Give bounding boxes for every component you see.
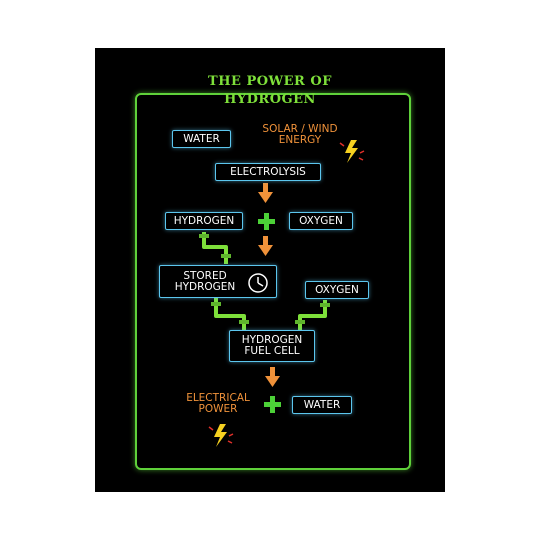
clock-icon bbox=[248, 273, 268, 293]
down-arrow-icon bbox=[258, 183, 273, 203]
pipe-joints bbox=[199, 234, 330, 324]
electrolysis-box: ELECTROLYSIS bbox=[215, 163, 321, 181]
plus-icon bbox=[258, 213, 275, 230]
down-arrow-icon bbox=[258, 236, 273, 256]
poster-title-line1: THE POWER OF bbox=[208, 74, 332, 89]
lightning-bolt-icon bbox=[208, 424, 234, 447]
oxygen-box-bottom: OXYGEN bbox=[305, 281, 369, 299]
solar-wind-energy-label: SOLAR / WIND ENERGY bbox=[262, 123, 338, 146]
plus-icon bbox=[264, 396, 281, 413]
electrical-power-label: ELECTRICAL POWER bbox=[186, 392, 250, 415]
poster-background bbox=[95, 48, 445, 492]
down-arrow-icon bbox=[265, 367, 280, 387]
water-input-box: WATER bbox=[172, 130, 231, 148]
poster-title-line2: HYDROGEN bbox=[224, 92, 316, 107]
stored-hydrogen-box: STORED HYDROGEN bbox=[159, 265, 277, 298]
hydrogen-fuel-cell-box: HYDROGEN FUEL CELL bbox=[229, 330, 315, 362]
hydrogen-box: HYDROGEN bbox=[165, 212, 243, 230]
oxygen-box-top: OXYGEN bbox=[289, 212, 353, 230]
poster-frame bbox=[135, 93, 411, 470]
lightning-bolt-icon bbox=[339, 140, 365, 163]
water-output-box: WATER bbox=[292, 396, 352, 414]
